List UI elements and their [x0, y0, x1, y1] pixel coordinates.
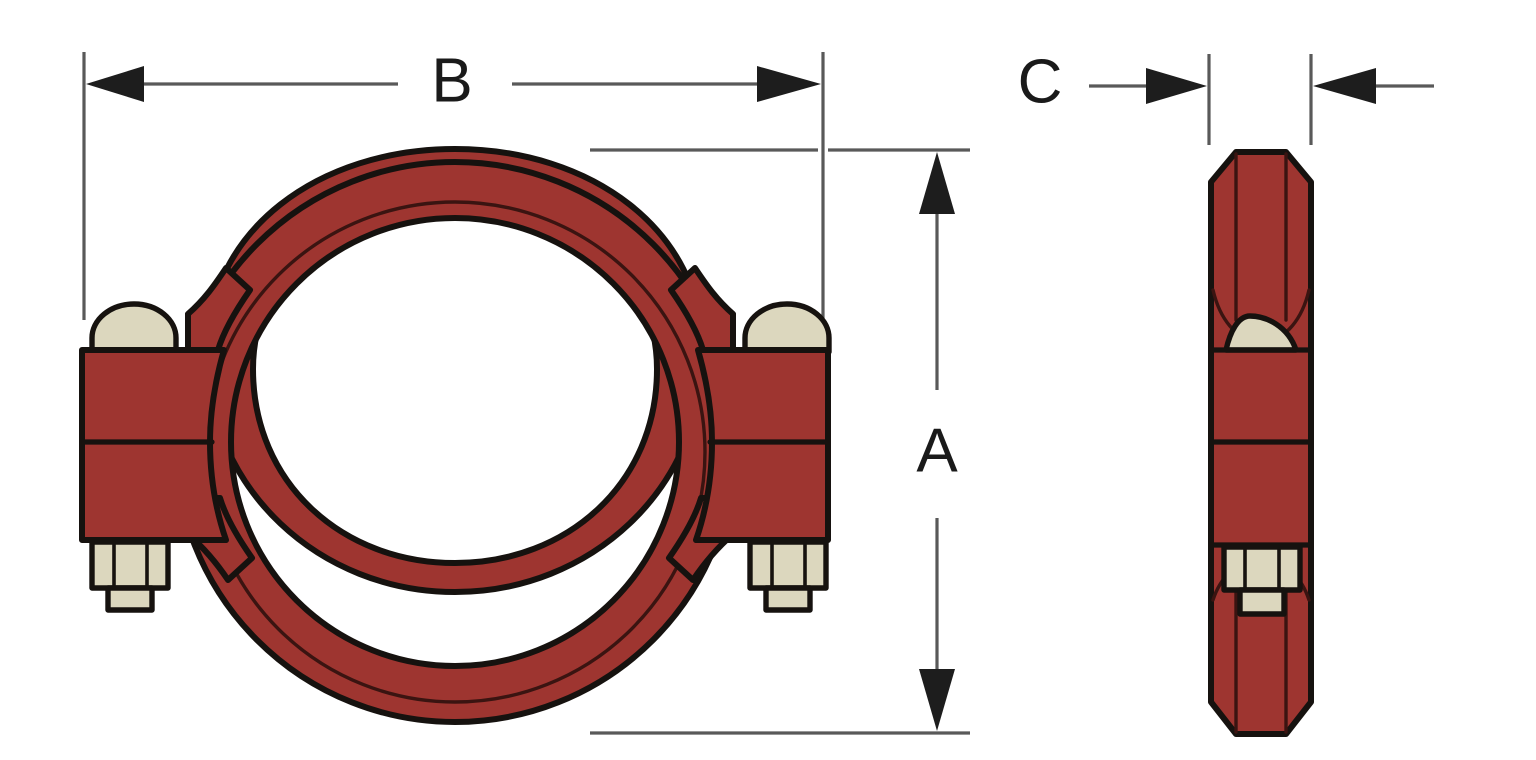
dimension-c-label: C: [1018, 47, 1063, 116]
side-bolt-stud: [1237, 587, 1287, 617]
left-bolt-stud: [105, 585, 155, 613]
dimension-b-arrow-left: [86, 66, 144, 102]
dimension-b: B: [82, 46, 825, 320]
dimension-a-arrow-bottom: [919, 669, 955, 731]
left-lug: [79, 347, 229, 543]
clamp-ring-inner-edge: [228, 215, 682, 669]
left-bolt-head: [89, 301, 179, 355]
dimension-a-arrow-top: [919, 152, 955, 214]
side-view: [1208, 149, 1314, 737]
dimension-c: C: [1018, 47, 1434, 145]
right-bolt-head: [742, 301, 832, 355]
side-hex-nut: [1221, 544, 1303, 593]
dimension-a: A: [590, 148, 970, 735]
dimension-a-label: A: [916, 416, 958, 485]
dimension-c-arrow-right: [1313, 68, 1376, 104]
dimension-c-arrow-left: [1146, 68, 1207, 104]
dimension-b-arrow-right: [757, 66, 821, 102]
right-bolt-stud: [763, 585, 813, 613]
right-lug-upper-flare: [668, 265, 736, 353]
right-hex-nut: [747, 539, 829, 591]
side-bolt-head: [1223, 313, 1299, 353]
left-lug-upper-flare: [185, 265, 253, 353]
front-view: [79, 146, 832, 725]
dimension-b-label: B: [431, 46, 472, 115]
left-hex-nut: [89, 539, 171, 591]
right-lug: [693, 347, 831, 543]
